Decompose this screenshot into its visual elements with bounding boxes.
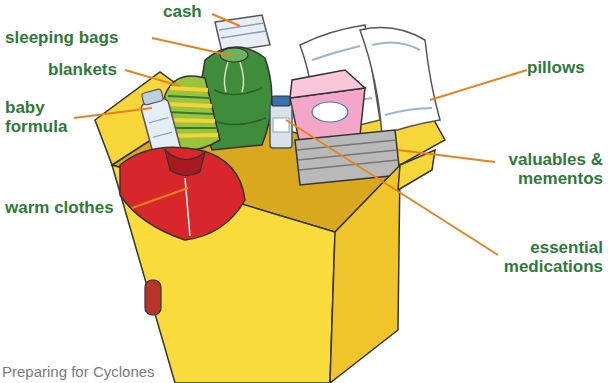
valuables-stack [295, 130, 400, 185]
item-label: cash [163, 2, 223, 21]
leader-line [132, 188, 188, 208]
supply-box-top [290, 70, 365, 98]
leader-line [125, 70, 180, 86]
medication-cap [272, 96, 290, 106]
item-label: valuables & mementos [490, 150, 603, 188]
leader-line [430, 70, 527, 100]
item-label: baby formula [5, 98, 80, 136]
leader-line [398, 150, 495, 162]
leader-line [152, 38, 233, 56]
box-side [330, 165, 400, 383]
sleeping-bag-fold [212, 88, 266, 125]
drawstring [224, 62, 243, 92]
jacket [120, 147, 245, 240]
pillow [360, 28, 440, 135]
figure-caption: Preparing for Cyclones [2, 363, 155, 380]
item-label: pillows [527, 58, 607, 77]
item-label: warm clothes [5, 198, 145, 217]
medication-bottle [270, 104, 292, 148]
supply-box-badge [312, 102, 348, 122]
bottle-cap [141, 89, 163, 106]
leader-lines [74, 14, 527, 255]
cash-envelope [215, 15, 270, 52]
jacket-collar [165, 150, 205, 176]
cash-notes [219, 23, 266, 38]
item-label: sleeping bags [5, 28, 155, 47]
valuables-pages [297, 140, 398, 170]
pillow-stripe [372, 42, 432, 115]
bottle-marks [149, 118, 172, 138]
jacket-zip [185, 178, 190, 236]
item-label: blankets [48, 60, 138, 79]
box-handle [145, 280, 161, 315]
leader-line [74, 108, 152, 118]
box-flap [398, 150, 435, 190]
leader-line [212, 14, 240, 26]
item-label: essential medications [480, 238, 603, 276]
leader-line [286, 120, 498, 255]
